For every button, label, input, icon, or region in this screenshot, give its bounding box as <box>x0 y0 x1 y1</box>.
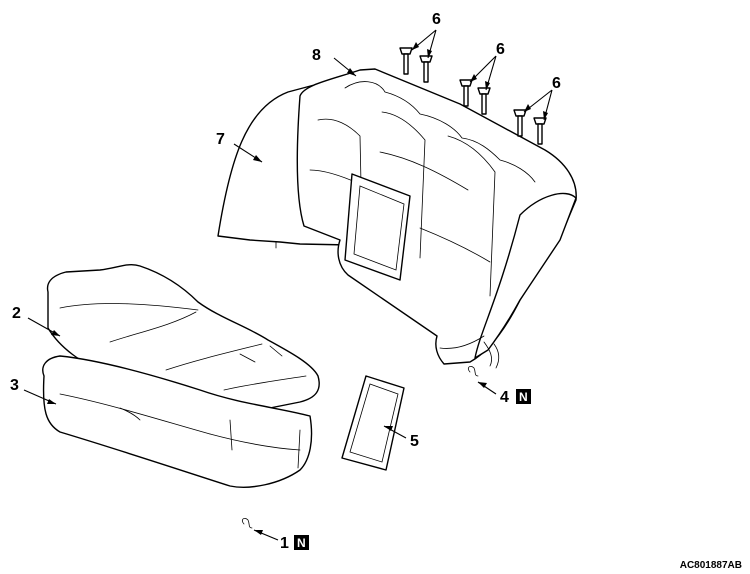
seat-cushion-lower <box>42 355 313 488</box>
headrest-guide-bolts <box>399 47 547 145</box>
callout-5: 5 <box>410 433 419 450</box>
badge-n-1: N <box>294 535 309 550</box>
callout-6b: 6 <box>496 41 505 58</box>
svg-text:N: N <box>297 536 306 550</box>
armrest-cover-plate <box>341 375 405 471</box>
callout-1: 1 <box>280 535 289 552</box>
callout-6c: 6 <box>552 75 561 92</box>
callout-2: 2 <box>12 305 21 322</box>
badge-n-4: N <box>516 389 531 404</box>
seatback-panel <box>217 68 577 369</box>
callout-4: 4 <box>500 389 509 406</box>
callout-6a: 6 <box>432 11 441 28</box>
svg-text:N: N <box>519 390 528 404</box>
callout-3: 3 <box>10 377 19 394</box>
figure-code: AC801887AB <box>680 560 742 571</box>
callout-7: 7 <box>216 131 225 148</box>
leader-arrowheads <box>47 42 548 535</box>
clip-4 <box>467 365 479 377</box>
clip-1 <box>241 517 253 529</box>
callout-8: 8 <box>312 47 321 64</box>
